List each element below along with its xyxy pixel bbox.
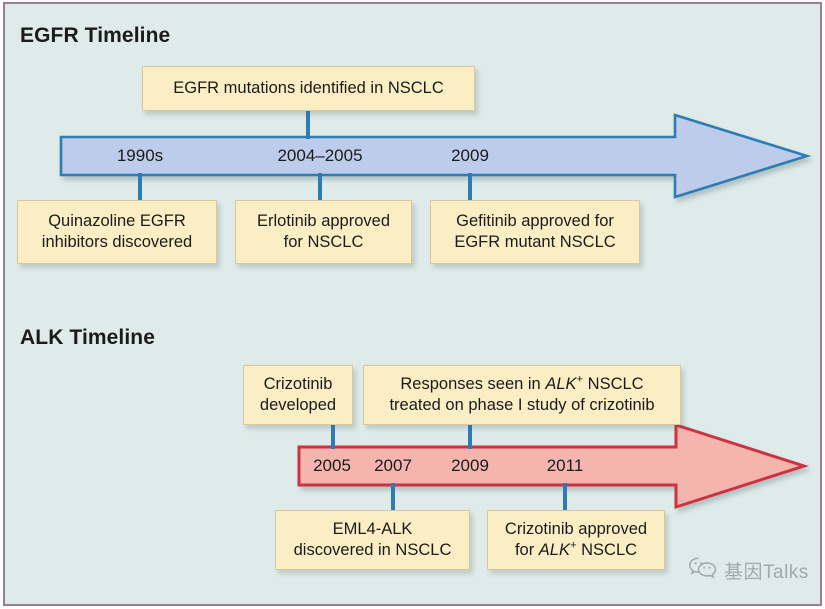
alk-year-label-1: 2007 bbox=[374, 456, 412, 475]
alk-stem-above-0 bbox=[331, 425, 335, 449]
alk-year-label-2: 2009 bbox=[451, 456, 489, 475]
egfr-stem-above-0 bbox=[306, 111, 310, 139]
alk-section-title: ALK Timeline bbox=[20, 326, 156, 349]
watermark-text: 基因Talks bbox=[724, 562, 809, 583]
egfr-stem-below-1 bbox=[318, 173, 322, 200]
alk-stem-above-1 bbox=[468, 425, 472, 449]
alk-arrow-shape bbox=[297, 422, 809, 510]
egfr-year-label-1: 2004–2005 bbox=[277, 146, 363, 165]
egfr-year-label-0: 1990s bbox=[116, 146, 164, 165]
egfr-timeline-arrow bbox=[59, 113, 812, 199]
alk-arrow-svg bbox=[297, 422, 809, 510]
egfr-year-label-2: 2009 bbox=[451, 146, 489, 165]
wechat-watermark: 基因Talks bbox=[688, 556, 809, 585]
egfr-arrow-svg bbox=[59, 113, 812, 199]
alk-year-label-3: 2011 bbox=[546, 456, 584, 475]
egfr-arrow-shape bbox=[59, 113, 812, 199]
alk-stem-below-1 bbox=[563, 483, 567, 510]
egfr-stem-below-2 bbox=[468, 173, 472, 200]
egfr-callout-above-0-text: EGFR mutations identified in NSCLC bbox=[173, 78, 444, 97]
egfr-stem-below-0 bbox=[138, 173, 142, 200]
alk-year-label-0: 2005 bbox=[313, 456, 351, 475]
alk-stem-below-0 bbox=[391, 483, 395, 510]
egfr-section-title: EGFR Timeline bbox=[20, 24, 171, 47]
alk-timeline-arrow bbox=[297, 422, 810, 510]
egfr-callout-above-0[interactable]: EGFR mutations identified in NSCLC bbox=[142, 66, 475, 111]
wechat-icon bbox=[688, 556, 718, 585]
